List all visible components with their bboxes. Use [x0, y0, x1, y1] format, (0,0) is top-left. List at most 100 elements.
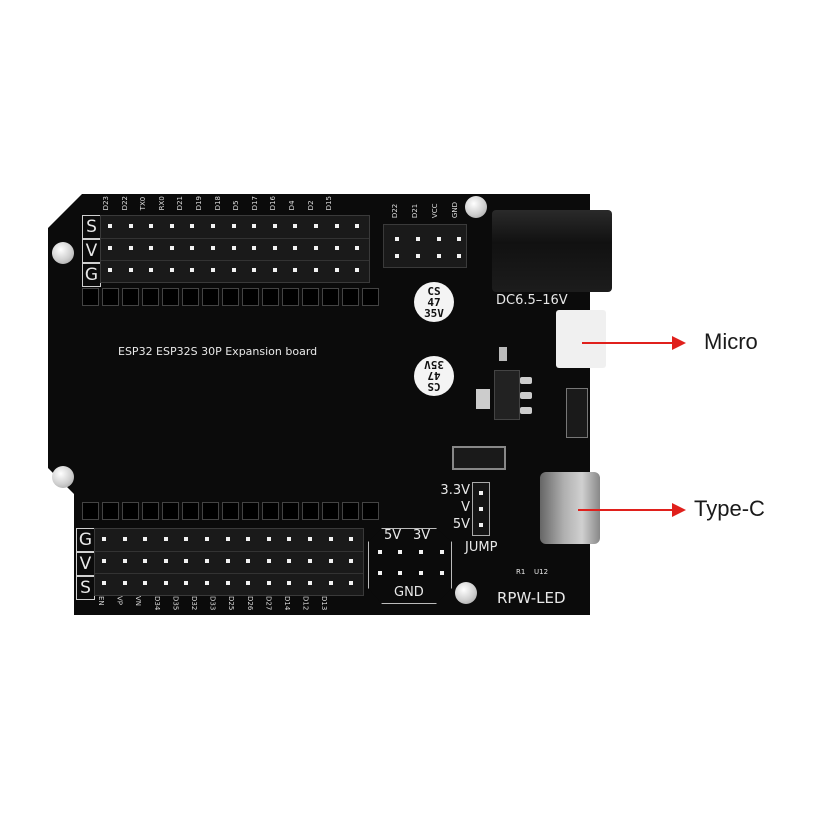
header-pin: [184, 537, 189, 541]
header-pin: [205, 537, 209, 541]
header-pin: [184, 559, 189, 563]
header-pin: [334, 268, 339, 272]
header-pin: [328, 581, 333, 585]
pin-label: D23: [102, 196, 110, 211]
header-pin: [231, 246, 236, 250]
header-pin: [349, 581, 354, 585]
header-pin: [169, 224, 174, 228]
header-pin: [246, 581, 251, 585]
header-pin: [169, 246, 174, 250]
power-gnd-label: GND: [394, 585, 424, 600]
mounting-hole: [52, 466, 74, 488]
smd-diode: [566, 388, 588, 438]
header-pin: [149, 224, 154, 228]
pin-label: TX0: [139, 196, 148, 211]
arrow-right-icon: [672, 336, 686, 350]
smd-fuse: [452, 446, 506, 470]
header-pin: [334, 246, 339, 250]
pin-label: D21: [176, 196, 185, 211]
top-female-socket: [82, 288, 379, 306]
pin-label: D32: [189, 596, 198, 611]
pin-label: D33: [208, 596, 217, 611]
row-label-g: G: [76, 528, 95, 552]
pin-label: D22: [391, 203, 399, 219]
pin-label: D4: [287, 200, 296, 211]
header-pin: [252, 224, 257, 228]
pin-label: D17: [250, 196, 259, 211]
header-pin: [211, 246, 215, 250]
header-pin: [314, 246, 318, 250]
row-label-s: S: [82, 215, 101, 239]
header-pin: [231, 268, 236, 272]
power-pin-header: [368, 528, 452, 604]
header-pin: [128, 268, 133, 272]
header-pin: [143, 537, 148, 541]
header-pin: [169, 268, 174, 272]
header-pin: [149, 268, 154, 272]
pin-label: GND: [451, 202, 459, 219]
jump-label: JUMP: [465, 540, 498, 555]
row-label-g: G: [82, 263, 101, 287]
header-pin: [163, 581, 168, 585]
header-pin: [266, 559, 271, 563]
header-pin: [328, 537, 333, 541]
header-pin: [128, 224, 133, 228]
board-title: ESP32 ESP32S 30P Expansion board: [118, 345, 318, 358]
header-pin: [225, 581, 230, 585]
smd-resistor: [499, 347, 507, 361]
header-pin: [293, 246, 298, 250]
micro-usb-port: [556, 310, 606, 368]
pin-label: D16: [269, 196, 278, 211]
row-label-s: S: [76, 576, 95, 600]
header-pin: [211, 224, 215, 228]
pin-label: D5: [232, 200, 241, 211]
header-pin: [272, 268, 277, 272]
header-pin: [225, 537, 230, 541]
header-pin: [205, 559, 209, 563]
header-pin: [122, 559, 127, 563]
mounting-hole: [455, 582, 477, 604]
jumper-header[interactable]: [472, 482, 490, 536]
header-pin: [108, 246, 112, 250]
header-pin: [190, 224, 195, 228]
header-pin: [355, 224, 360, 228]
header-pin: [349, 559, 354, 563]
arrow-right-icon: [672, 503, 686, 517]
pin-label: D13: [320, 596, 329, 611]
header-pin: [355, 268, 360, 272]
header-pin: [314, 224, 318, 228]
mounting-hole: [465, 196, 487, 218]
header-pin: [149, 246, 154, 250]
bottom-row-labels: G V S: [76, 528, 95, 600]
header-pin: [266, 537, 271, 541]
pin-label: D15: [325, 196, 334, 211]
header-pin: [266, 581, 271, 585]
header-pin: [184, 581, 189, 585]
header-pin: [211, 268, 215, 272]
header-pin: [287, 581, 292, 585]
pin-label: D35: [171, 596, 180, 611]
header-pin: [102, 581, 106, 585]
pin-label: EN: [97, 596, 105, 606]
pin-label: D14: [282, 596, 291, 611]
mounting-hole: [52, 242, 74, 264]
header-pin: [349, 537, 354, 541]
header-pin: [102, 537, 106, 541]
header-pin: [163, 559, 168, 563]
header-pin: [102, 559, 106, 563]
top-row-labels: S V G: [82, 215, 101, 287]
dc-barrel-jack: [492, 210, 612, 292]
header-pin: [328, 559, 333, 563]
header-pin: [287, 537, 292, 541]
header-pin: [246, 559, 251, 563]
bottom-pin-grid: [94, 528, 362, 594]
header-pin: [293, 268, 298, 272]
header-pin: [205, 581, 209, 585]
header-pin: [163, 537, 168, 541]
pin-label: VCC: [431, 203, 439, 219]
type-c-arrow-line: [578, 509, 674, 511]
pin-label: D12: [301, 596, 310, 611]
header-pin: [272, 246, 277, 250]
bottom-pin-labels: EN VP VN D34 D35 D32 D33 D25 D26 D27 D14…: [97, 596, 328, 610]
